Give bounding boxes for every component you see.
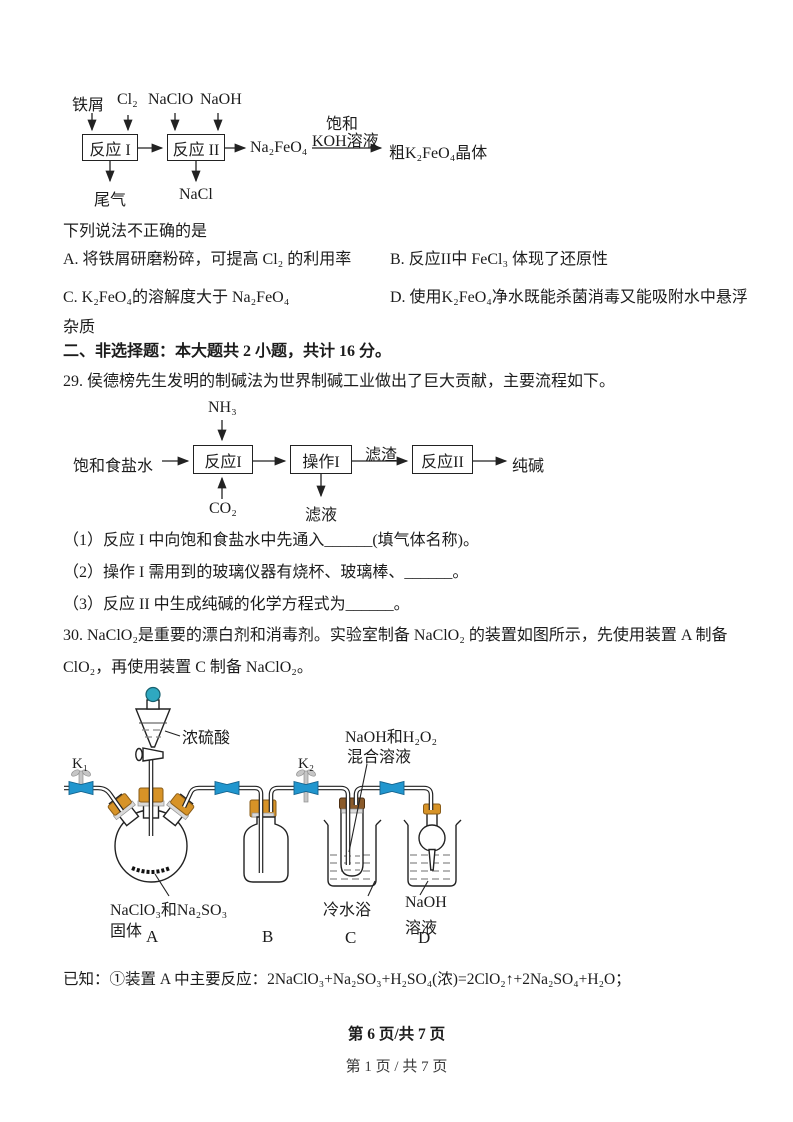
q28-option-d: D. 使用K₂FeO₄净水既能杀菌消毒又能吸附水中悬浮杂质: [63, 289, 748, 336]
device-d-label: D: [418, 928, 431, 947]
q30-apparatus-svg: [64, 686, 462, 897]
c-reagent-label-line1: NaOH和H₂O₂: [345, 729, 438, 746]
q28-input-naclo: NaClO: [148, 91, 194, 108]
d-reagent-label-line2: 溶液: [405, 920, 438, 937]
q29-sub2: （2）操作 I 需用到的玻璃仪器有烧杯、玻璃棒、______。: [63, 564, 469, 581]
leader-lines: [154, 730, 429, 897]
q29-flow-diagram: NH₃ 饱和食盐水 反应I 操作I 滤渣 反应II 纯碱 CO₂ 滤液: [60, 398, 590, 526]
funnel-ball-stopper: [145, 686, 161, 703]
q28-option-b: B. 反应II中 FeCl₃ 体现了还原性: [390, 251, 609, 268]
section2-heading: 二、非选择题：本大题共 2 小题，共计 16 分。: [63, 343, 392, 360]
flask-reagent-label-line1: NaClO₃和Na₂SO₃: [110, 902, 228, 919]
tube-connector-ab: [214, 780, 240, 796]
q28-condition-line2: KOH溶液: [312, 133, 379, 150]
q30-intro: 30. NaClO₂是重要的漂白剂和消毒剂。实验室制备 NaClO₂ 的装置如图…: [63, 627, 728, 676]
q28-reaction1-box: 反应 I: [82, 134, 138, 161]
document-page-footer: 第 6 页/共 7 页: [347, 1026, 446, 1043]
q28-options-row-ab: A. 将铁屑研磨粉碎，可提高 Cl₂ 的利用率 B. 反应II中 FeCl₃ 体现…: [63, 250, 608, 269]
q29-filtrate: 滤液: [305, 507, 338, 524]
q29-flow-arrows: [162, 420, 508, 499]
q28-byproduct-nacl: NaCl: [179, 186, 213, 203]
q29-reaction1-box: 反应I: [193, 445, 253, 474]
q29-reaction2-box: 反应II: [412, 445, 473, 474]
q30-apparatus-diagram: K₁ K₂ 浓硫酸 NaOH和H₂O₂ 混合溶液 NaClO₃和Na₂SO₃ 固…: [58, 684, 488, 956]
q29-gas-nh3: NH₃: [208, 399, 237, 416]
k1-label: K₁: [72, 756, 89, 772]
q28-input-naoh: NaOH: [200, 91, 242, 108]
cold-bath-label: 冷水浴: [323, 902, 372, 919]
q28-option-a: A. 将铁屑研磨粉碎，可提高 Cl₂ 的利用率: [63, 251, 352, 268]
q29-gas-co2: CO₂: [209, 500, 237, 517]
k1-valve: [68, 780, 94, 796]
q28-product-crude-k2feo4: 粗K₂FeO₄晶体: [389, 145, 488, 162]
device-a-label: A: [146, 927, 159, 946]
c-reagent-label-line2: 混合溶液: [347, 749, 412, 766]
k2-valve: [293, 780, 319, 796]
q28-product-na2feo4: Na₂FeO₄: [250, 139, 308, 156]
q28-flow-diagram: 铁屑 Cl₂ NaClO NaOH 反应 I 反应 II Na₂FeO₄ 饱和 …: [60, 88, 590, 220]
q28-input-cl2: Cl₂: [117, 91, 138, 108]
q28-condition-line1: 饱和: [326, 116, 359, 133]
funnel-reagent-label: 浓硫酸: [182, 730, 231, 747]
solid-reagent: [131, 866, 171, 874]
viewer-page-indicator: 第 1 页 / 共 7 页: [345, 1059, 448, 1075]
q29-sub3: （3）反应 II 中生成纯碱的化学方程式为______。: [63, 596, 410, 613]
test-tube-stopper: [339, 797, 365, 810]
q30-known-reaction: 已知：①装置 A 中主要反应：2NaClO₃+Na₂SO₃+H₂SO₄(浓)=2…: [63, 971, 631, 988]
safety-bottle: [243, 799, 289, 883]
q28-waste-gas: 尾气: [94, 192, 127, 209]
q29-residue: 滤渣: [365, 447, 398, 464]
k1-valve-handle: [71, 769, 91, 789]
q29-sub1: （1）反应 I 中向饱和食盐水中先通入______(填气体名称)。: [63, 532, 479, 549]
stopcock: [142, 747, 164, 762]
q29-operation1-box: 操作I: [290, 445, 352, 474]
q29-feed-brine: 饱和食盐水: [73, 458, 154, 475]
d-reagent-label-line1: NaOH: [405, 894, 447, 911]
q28-input-iron: 铁屑: [72, 97, 105, 114]
q28-stem: 下列说法不正确的是: [63, 223, 208, 240]
device-b-label: B: [262, 927, 274, 946]
anti-suckback-bulb: [418, 803, 446, 871]
q28-reaction2-box: 反应 II: [167, 134, 225, 161]
k2-label: K₂: [298, 756, 315, 772]
q29-product-soda: 纯碱: [512, 458, 545, 475]
q29-intro: 29. 侯德榜先生发明的制碱法为世界制碱工业做出了巨大贡献，主要流程如下。: [63, 373, 616, 390]
flask-reagent-label-line2: 固体: [110, 923, 143, 940]
q28-flow-arrows: [87, 113, 383, 183]
device-c-label: C: [345, 928, 357, 947]
tube-connector-cd: [379, 780, 405, 796]
q28-option-c: C. K₂FeO₄的溶解度大于 Na₂FeO₄: [63, 289, 290, 306]
separatory-funnel: [134, 686, 172, 836]
